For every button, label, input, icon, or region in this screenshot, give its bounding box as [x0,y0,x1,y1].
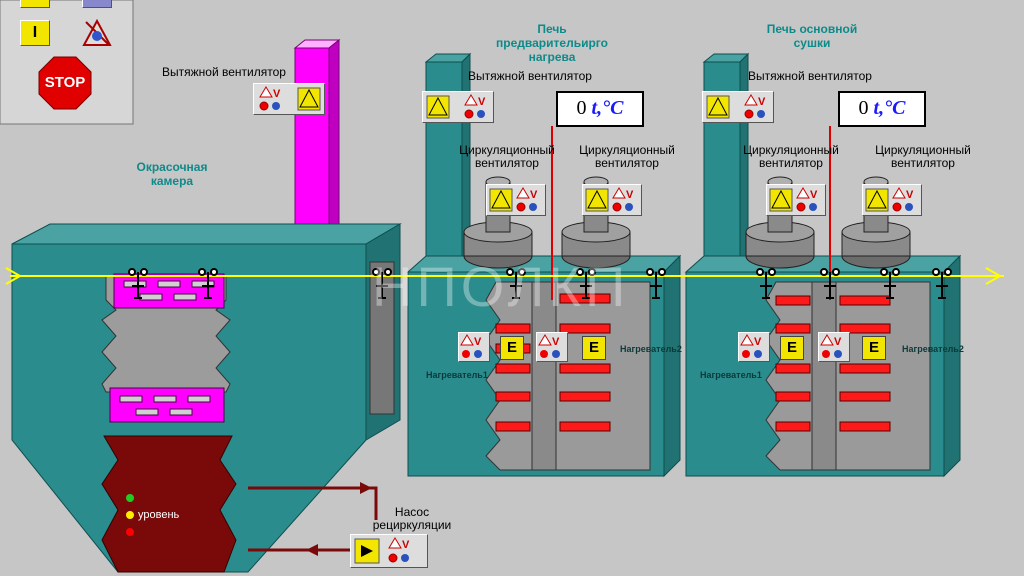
svg-text:V: V [758,96,766,108]
preheat-heater-1-alarm-control[interactable]: V [458,332,490,362]
preheat-circ-fan-1-label: Циркуляционный вентилятор [459,143,555,170]
main-heater-2-fins [839,295,891,432]
main-circ-fan-2-label: Циркуляционный вентилятор [875,143,971,170]
level-label: уровень [138,509,180,521]
preheat-heater-2-alarm-control[interactable]: V [536,332,568,362]
svg-text:V: V [626,189,634,201]
paint-chamber [11,38,402,573]
main-heater-2-button[interactable]: E [862,336,886,360]
svg-text:V: V [906,189,914,201]
main-temperature-value: 0 [858,97,869,119]
main-heater-1-button[interactable]: E [780,336,804,360]
level-high-led [126,494,134,502]
preheat-oven-title: Печь предварительирго нагрева [496,22,608,64]
svg-text:V: V [754,336,762,348]
main-heater-2-alarm-control[interactable]: V [818,332,850,362]
preheat-heater-1-label: Нагреватель1 [426,370,488,380]
preheat-exhaust-fan-control[interactable]: V [422,91,494,123]
pump-icon [361,545,373,557]
level-mid-led [126,511,134,519]
preheat-circ-fan-1-control[interactable]: V [486,184,546,216]
conveyor-hangers [128,268,952,299]
svg-text:V: V [478,96,486,108]
svg-text:V: V [810,189,818,201]
svg-text:V: V [273,88,281,100]
preheat-heater-2-label: Нагреватель2 [620,344,682,354]
svg-text:V: V [402,539,410,551]
paint-exhaust-fan-label: Вытяжной вентилятор [162,65,286,79]
stop-button-label: STOP [44,74,86,91]
main-heater-2-label: Нагреватель2 [902,344,964,354]
indicator-button[interactable]: I [20,20,50,46]
main-temperature-display: 0 t,°C [838,91,926,127]
preheat-circ-fan-2-label: Циркуляционный вентилятор [579,143,675,170]
preheat-temperature-display: 0 t,°C [556,91,644,127]
conveyor-line [5,267,1004,285]
indicator-button-label: I [32,24,38,41]
preheat-exhaust-fan-label: Вытяжной вентилятор [468,69,592,83]
main-heater-1-fins [775,295,811,432]
toolbar-yellow-button-top[interactable] [20,0,50,8]
preheat-temperature-value: 0 [576,97,587,119]
main-circ-fan-1-control[interactable]: V [766,184,826,216]
preheat-temperature-unit: t,°C [591,97,624,119]
fan-disabled-icon[interactable] [82,18,112,48]
paint-chamber-title: Окрасочная камера [136,160,208,188]
warning-triangle-icon [259,86,273,98]
preheat-circ-fan-2-control[interactable]: V [582,184,642,216]
preheat-heater-2-button[interactable]: E [582,336,606,360]
toolbar-blue-button-top[interactable] [82,0,112,8]
main-temperature-unit: t,°C [873,97,906,119]
svg-text:V: V [474,336,482,348]
main-heater-1-alarm-control[interactable]: V [738,332,770,362]
main-exhaust-fan-label: Вытяжной вентилятор [748,69,872,83]
main-circ-fan-1 [745,176,815,269]
svg-text:V: V [530,189,538,201]
stop-button[interactable]: STOP [38,56,92,110]
svg-text:V: V [834,336,842,348]
main-oven-title: Печь основной сушки [766,22,858,50]
svg-text:V: V [552,336,560,348]
level-low-led [126,528,134,536]
main-circ-fan-1-label: Циркуляционный вентилятор [743,143,839,170]
paint-exhaust-fan-control[interactable]: V [253,83,325,115]
main-heater-1-label: Нагреватель1 [700,370,762,380]
pump-label: Насос рециркуляции [372,505,452,532]
watermark: НПОЛКП [372,255,630,318]
main-circ-fan-2-control[interactable]: V [862,184,922,216]
preheat-heater-1-button[interactable]: E [500,336,524,360]
main-exhaust-fan-control[interactable]: V [702,91,774,123]
pump-control[interactable]: V [350,534,428,568]
